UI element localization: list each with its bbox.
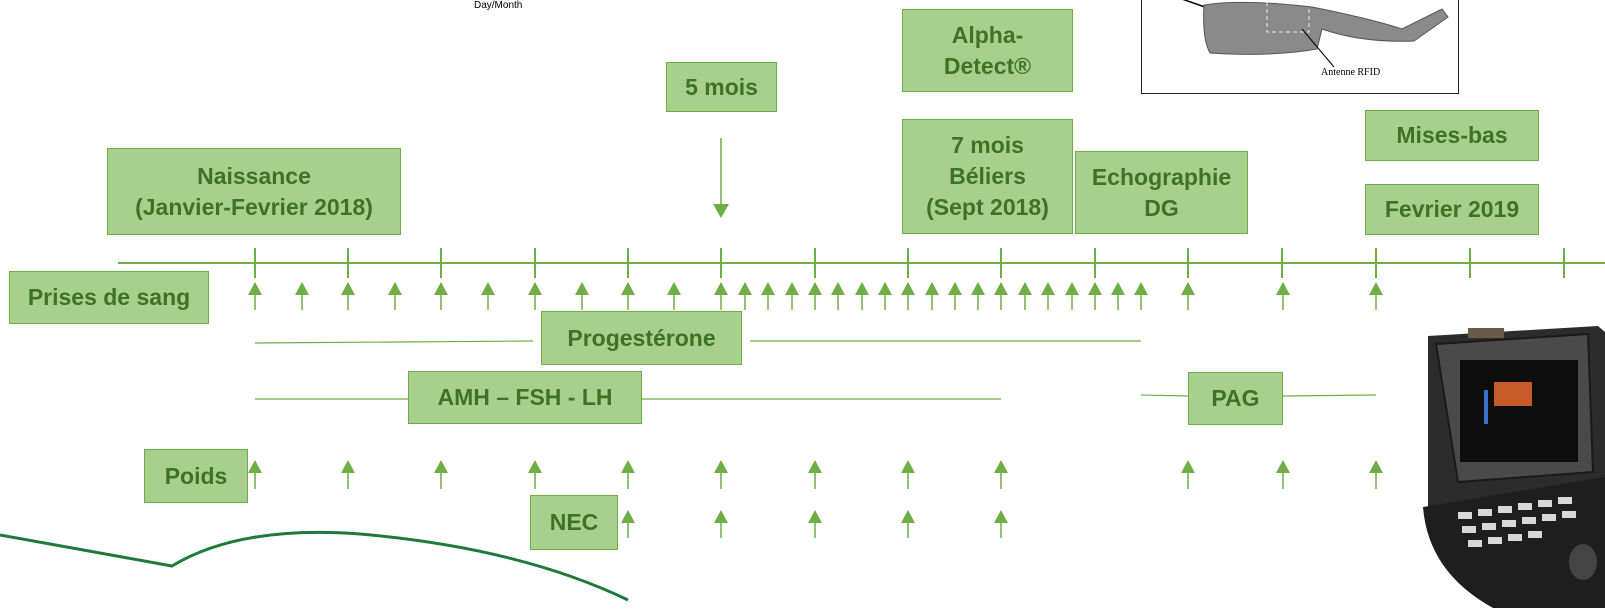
day-month-label: Day/Month bbox=[474, 0, 523, 11]
up-arrow-head bbox=[1369, 282, 1383, 295]
up-arrow-head bbox=[1065, 282, 1079, 295]
ultrasound-device-icon bbox=[1423, 326, 1605, 608]
up-arrow-head bbox=[528, 282, 542, 295]
up-arrow-head bbox=[971, 282, 985, 295]
ultrasound-device-photo bbox=[1398, 322, 1605, 608]
up-arrow-head bbox=[621, 510, 635, 523]
up-arrow-head bbox=[808, 282, 822, 295]
up-arrow-head bbox=[575, 282, 589, 295]
up-arrow-head bbox=[855, 282, 869, 295]
up-arrow-head bbox=[621, 282, 635, 295]
up-arrow-head bbox=[948, 282, 962, 295]
up-arrow-head bbox=[528, 460, 542, 473]
amh-fsh-lh-box: AMH – FSH - LH bbox=[408, 371, 642, 424]
period-lines bbox=[254, 340, 1377, 400]
up-arrow-head bbox=[714, 510, 728, 523]
up-arrow-head bbox=[901, 282, 915, 295]
rfid-antenna-label: Antenne RFID bbox=[1321, 67, 1381, 78]
poids-box: Poids bbox=[144, 449, 248, 503]
up-arrow-head bbox=[925, 282, 939, 295]
measurement-arrows bbox=[248, 282, 1383, 538]
progesterone-box: Progestérone bbox=[541, 311, 742, 365]
decorative-curve bbox=[0, 530, 629, 602]
pag-box: PAG bbox=[1188, 372, 1283, 425]
up-arrow-head bbox=[434, 460, 448, 473]
fevrier-2019-box: Fevrier 2019 bbox=[1365, 184, 1539, 235]
nec-box: NEC bbox=[530, 495, 618, 550]
up-arrow-head bbox=[1181, 460, 1195, 473]
up-arrow-head bbox=[1041, 282, 1055, 295]
period-line bbox=[1282, 394, 1377, 397]
up-arrow-head bbox=[831, 282, 845, 295]
up-arrow-head bbox=[341, 460, 355, 473]
up-arrow-head bbox=[1369, 460, 1383, 473]
up-arrow-head bbox=[878, 282, 892, 295]
up-arrow-head bbox=[621, 460, 635, 473]
up-arrow-head bbox=[808, 460, 822, 473]
up-arrow-head bbox=[1088, 282, 1102, 295]
up-arrow-head bbox=[1018, 282, 1032, 295]
up-arrow-head bbox=[295, 282, 309, 295]
timeline-axis bbox=[118, 138, 1605, 278]
prises-de-sang-box: Prises de sang bbox=[9, 271, 209, 324]
up-arrow-head bbox=[994, 460, 1008, 473]
up-arrow-head bbox=[667, 282, 681, 295]
up-arrow-head bbox=[248, 282, 262, 295]
up-arrow-head bbox=[1276, 460, 1290, 473]
up-arrow-head bbox=[388, 282, 402, 295]
up-arrow-head bbox=[808, 510, 822, 523]
period-line bbox=[254, 340, 534, 344]
up-arrow-head bbox=[714, 460, 728, 473]
rfid-collar-icon bbox=[1182, 0, 1449, 68]
up-arrow-head bbox=[434, 282, 448, 295]
up-arrow-head bbox=[994, 510, 1008, 523]
naissance-box: Naissance(Janvier-Fevrier 2018) bbox=[107, 148, 401, 235]
period-line bbox=[1140, 394, 1189, 397]
cinq-mois-box: 5 mois bbox=[666, 62, 777, 112]
up-arrow-head bbox=[901, 460, 915, 473]
up-arrow-head bbox=[714, 282, 728, 295]
up-arrow-head bbox=[1181, 282, 1195, 295]
alpha-detect-box: Alpha-Detect® bbox=[902, 9, 1073, 92]
up-arrow-head bbox=[481, 282, 495, 295]
mises-bas-box: Mises-bas bbox=[1365, 110, 1539, 161]
up-arrow-head bbox=[248, 460, 262, 473]
up-arrow-head bbox=[901, 510, 915, 523]
up-arrow-head bbox=[341, 282, 355, 295]
up-arrow-head bbox=[1111, 282, 1125, 295]
up-arrow-head bbox=[785, 282, 799, 295]
up-arrow-head bbox=[1276, 282, 1290, 295]
up-arrow-head bbox=[994, 282, 1008, 295]
up-arrow-head bbox=[761, 282, 775, 295]
up-arrow-head bbox=[738, 282, 752, 295]
rfid-collar-photo bbox=[1141, 0, 1459, 94]
down-arrow-head bbox=[713, 204, 729, 218]
up-arrow-head bbox=[1134, 282, 1148, 295]
